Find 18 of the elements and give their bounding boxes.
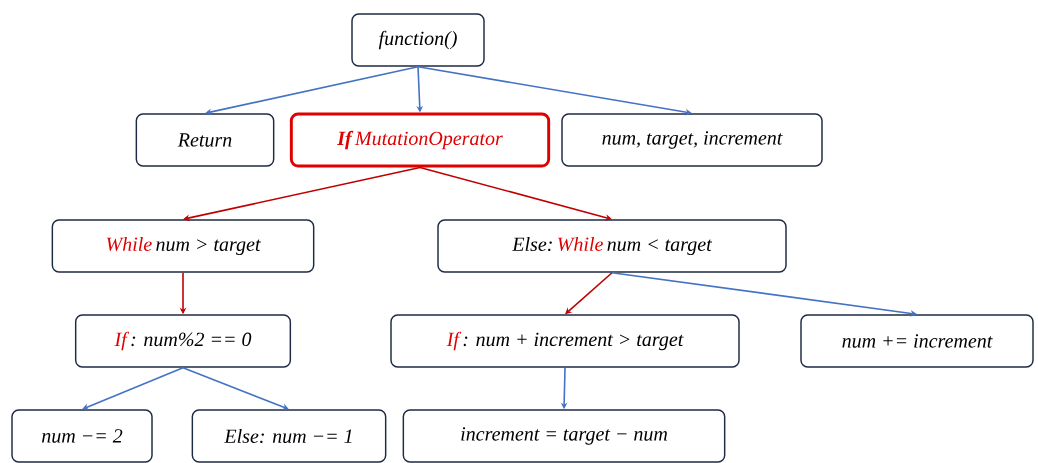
process-box: increment = target − num <box>402 409 726 463</box>
highlighted-box: IfMutationOperator <box>289 112 551 168</box>
process-box: While num > target <box>51 219 315 273</box>
arrow <box>183 166 421 222</box>
process-box: num += increment <box>800 314 1034 368</box>
process-box: num −= 2 <box>11 409 153 463</box>
arrow <box>611 271 917 317</box>
process-box: Else: num −= 1 <box>191 409 387 463</box>
process-box: function() <box>351 13 485 67</box>
process-box: Else: While num < target <box>437 219 787 273</box>
arrow <box>82 366 184 410</box>
arrow <box>205 65 419 116</box>
arrow <box>182 366 289 410</box>
arrow <box>419 166 612 221</box>
process-box: num, target, increment <box>561 113 823 167</box>
process-box: If: num + increment > target <box>390 314 740 368</box>
process-box: If: num%2 == 0 <box>74 314 292 368</box>
process-box: Return <box>135 113 275 167</box>
